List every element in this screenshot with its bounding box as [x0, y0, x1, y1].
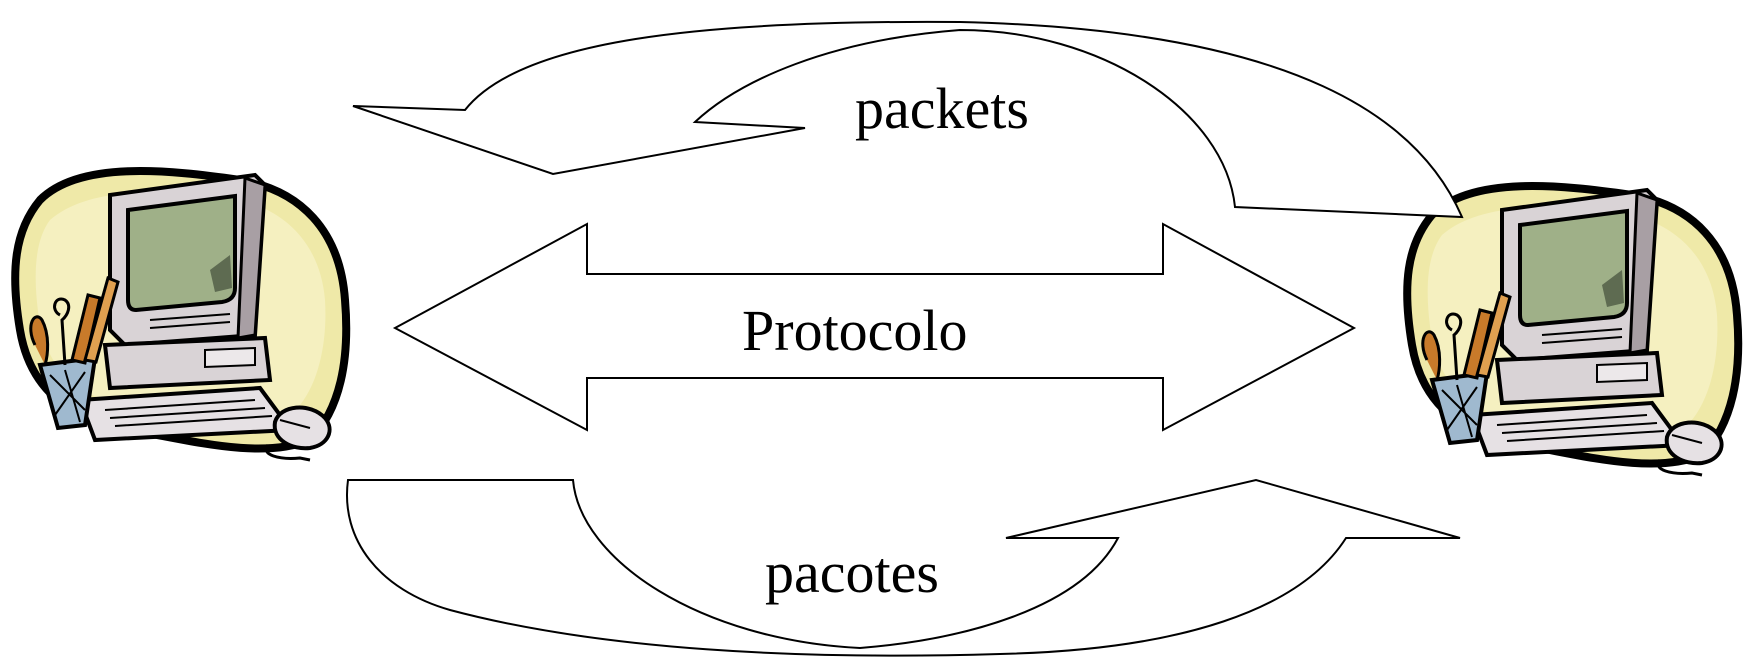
- computer-right-icon: [1407, 186, 1738, 475]
- packets-curved-arrow: [352, 20, 1464, 219]
- pacotes-curved-arrow: [346, 478, 1461, 657]
- label-packets: packets: [855, 76, 1029, 141]
- protocol-double-arrow: [392, 222, 1357, 432]
- computer-left-icon: [15, 171, 346, 460]
- label-pacotes: pacotes: [765, 540, 939, 605]
- label-protocolo: Protocolo: [742, 298, 968, 363]
